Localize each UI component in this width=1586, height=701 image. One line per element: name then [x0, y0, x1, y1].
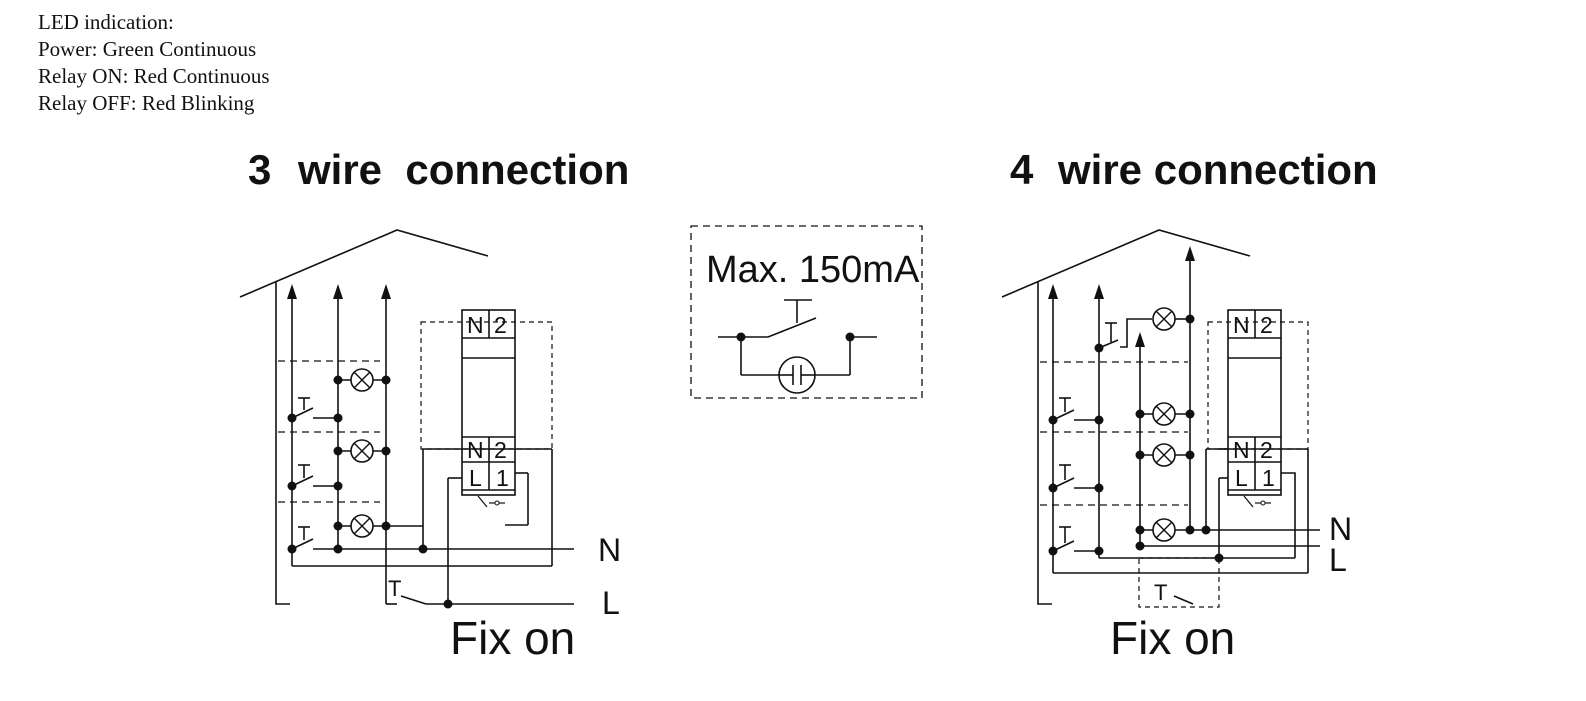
led-relay-on: Relay ON: Red Continuous: [38, 64, 270, 88]
line-label: L: [602, 585, 620, 621]
lamp-icon: [350, 368, 374, 392]
terminal-1: 1: [496, 465, 509, 491]
relay-module: N 2 N 2 L 1: [461, 309, 516, 508]
pushbutton-icon: [291, 397, 338, 419]
terminal-1: 1: [1262, 465, 1275, 491]
pushbutton-icon: [291, 526, 338, 550]
arrow-icon: [1094, 284, 1104, 299]
terminal-2-top: 2: [494, 312, 507, 338]
arrow-icon: [381, 284, 391, 299]
fix-on-label: Fix on: [450, 612, 575, 664]
pushbutton-icon: [1052, 526, 1099, 552]
pushbutton-icon: [291, 464, 338, 487]
three-wire-title-text: wire connection: [297, 146, 629, 193]
terminal-2: 2: [494, 437, 507, 463]
relay-module: N 2 N 2 L 1: [1227, 309, 1282, 508]
max-current-box: Max. 150mA: [690, 225, 923, 399]
terminal-l: L: [469, 465, 482, 491]
house-wall: [1037, 282, 1052, 605]
four-wire-title: 4 wire connection: [1010, 146, 1378, 193]
pushbutton-icon: [1052, 464, 1099, 489]
lamp-icon: [1152, 307, 1176, 331]
line-label: L: [1329, 542, 1347, 578]
terminal-n-top: N: [1233, 312, 1250, 338]
switch-t-label: T: [388, 576, 401, 601]
terminal-2: 2: [1260, 437, 1273, 463]
fix-on-label: Fix on: [1110, 612, 1235, 664]
lamp-icon: [1152, 518, 1176, 542]
three-wire-title: 3 wire connection: [248, 146, 629, 193]
pushbutton-icon: [1052, 397, 1099, 421]
four-wire-diagram: T N 2 N 2 L 1 N L Fix on: [1001, 229, 1352, 664]
house-roof: [1001, 229, 1251, 298]
arrow-icon: [1185, 246, 1195, 261]
arrow-icon: [287, 284, 297, 299]
max-current-label: Max. 150mA: [706, 249, 920, 291]
terminal-n: N: [1233, 437, 1250, 463]
four-wire-title-text: wire connection: [1057, 146, 1378, 193]
lamp-icon: [1152, 443, 1176, 467]
led-indication-text: LED indication: Power: Green Continuous …: [38, 9, 270, 117]
led-power: Power: Green Continuous: [38, 37, 257, 61]
led-relay-off: Relay OFF: Red Blinking: [38, 91, 255, 115]
switch-box: [1138, 557, 1220, 608]
house-wall: [275, 282, 290, 605]
switch-t-label: T: [1154, 580, 1167, 605]
arrow-icon: [1048, 284, 1058, 299]
arrow-icon: [333, 284, 343, 299]
terminal-n-top: N: [467, 312, 484, 338]
neutral-label: N: [598, 532, 621, 568]
max-box-outline: [690, 225, 923, 399]
capacitor-icon: [778, 356, 816, 394]
four-wire-title-number: 4: [1010, 146, 1034, 193]
lamp-icon: [350, 514, 374, 538]
module-outline: [1207, 321, 1309, 450]
led-heading: LED indication:: [38, 10, 174, 34]
lamp-icon: [1152, 402, 1176, 426]
arrow-icon: [1135, 332, 1145, 347]
three-wire-diagram: T N 2 N 2 L 1 N L Fix on: [239, 229, 621, 664]
terminal-n: N: [467, 437, 484, 463]
three-wire-title-number: 3: [248, 146, 271, 193]
house-roof: [239, 229, 489, 298]
lamp-icon: [350, 439, 374, 463]
terminal-l: L: [1235, 465, 1248, 491]
neutral-label: N: [1329, 511, 1352, 547]
terminal-2-top: 2: [1260, 312, 1273, 338]
module-outline: [420, 321, 553, 450]
